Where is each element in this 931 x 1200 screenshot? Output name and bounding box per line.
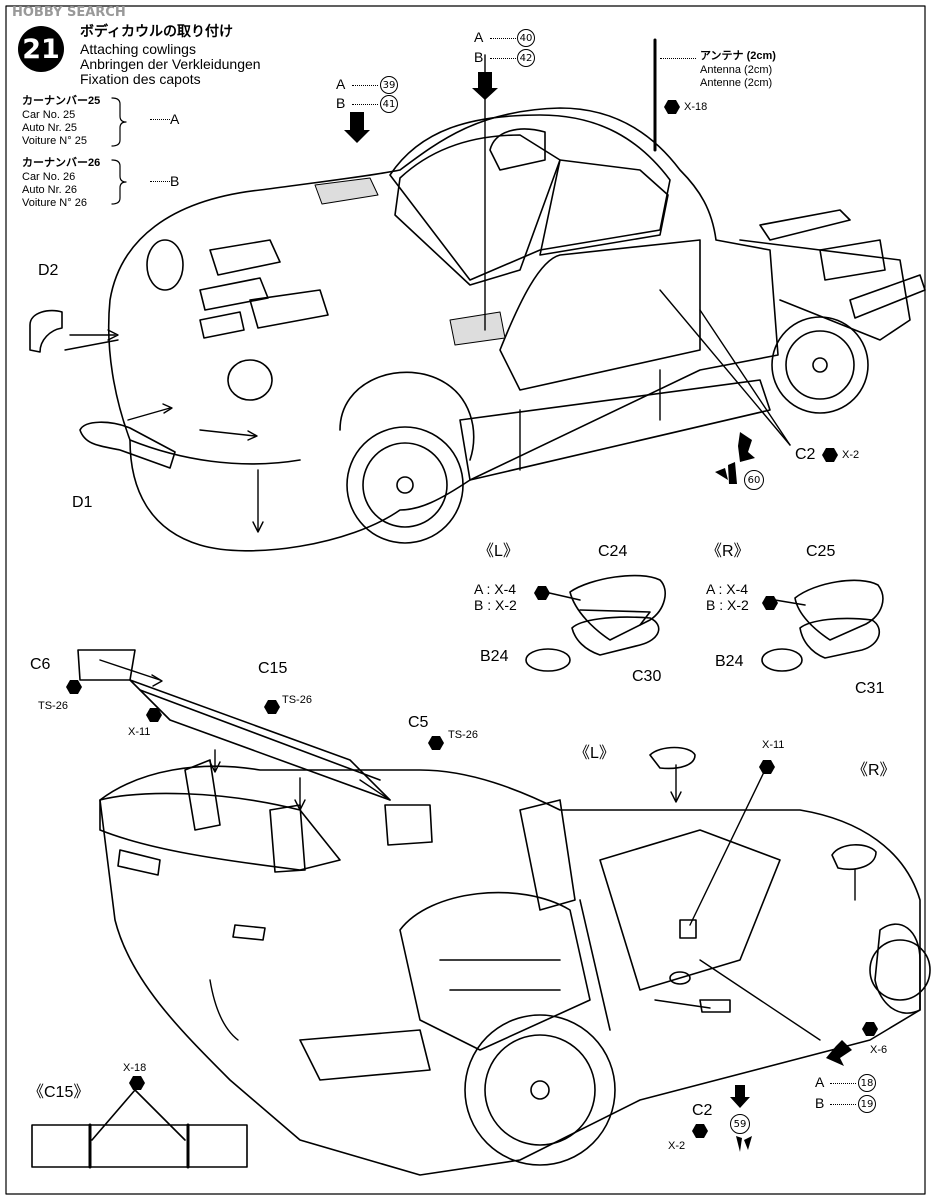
decal-ref-b-label: B bbox=[474, 49, 484, 65]
paint-x2-c2-top: X-2 bbox=[842, 449, 860, 461]
paint-drop-icons bbox=[66, 100, 878, 1152]
side-label-right-top: 《R》 bbox=[706, 543, 750, 560]
part-d1-label: D1 bbox=[72, 494, 93, 511]
part-c5-label: C5 bbox=[408, 714, 429, 731]
left-mirror-assembly bbox=[525, 574, 666, 672]
paint-x18-c15: X-18 bbox=[123, 1062, 147, 1074]
right-mirror-paint-b: B : X-2 bbox=[706, 597, 749, 613]
front-car-body bbox=[107, 107, 926, 552]
step-title-en: Attaching cowlings bbox=[80, 41, 196, 57]
side-label-left-bottom: 《L》 bbox=[574, 745, 615, 762]
paint-ts26-c6: TS-26 bbox=[38, 700, 68, 712]
decal-ref-a-label: A bbox=[474, 29, 484, 45]
side-label-left-top: 《L》 bbox=[478, 543, 519, 560]
option-a-bracket bbox=[111, 97, 127, 147]
decal-ref-18: 18 bbox=[858, 1074, 876, 1092]
step-number-badge: 21 bbox=[18, 26, 64, 72]
assembly-arrows-top bbox=[64, 38, 791, 533]
antenna-label-fr: Antenne (2cm) bbox=[700, 77, 773, 89]
paint-x2-c2-bottom: X-2 bbox=[668, 1140, 686, 1152]
car-option-b-fr: Voiture N° 26 bbox=[22, 197, 87, 209]
antenna-label-jp: アンテナ (2cm) bbox=[700, 50, 776, 62]
step-title-fr: Fixation des capots bbox=[80, 71, 201, 87]
decal-ref-39: 39 bbox=[380, 76, 398, 94]
paint-x11-wing: X-11 bbox=[128, 726, 151, 738]
car-option-a-letter: A bbox=[150, 111, 179, 127]
car-option-b-letter: B bbox=[150, 173, 179, 189]
decal-ref-42: 42 bbox=[517, 49, 535, 67]
paint-x6: X-6 bbox=[870, 1044, 888, 1056]
side-label-right-bottom: 《R》 bbox=[852, 762, 896, 779]
part-c31-label: C31 bbox=[855, 680, 885, 697]
left-mirror-paint-a: A : X-4 bbox=[474, 581, 517, 597]
paint-ts26-c5: TS-26 bbox=[448, 729, 478, 741]
paint-x18-antenna: X-18 bbox=[684, 101, 708, 113]
decal-ref-59: 59 bbox=[730, 1114, 750, 1134]
car-option-a-jp: カーナンバー25 bbox=[22, 95, 101, 107]
car-option-a-en: Car No. 25 bbox=[22, 109, 76, 121]
car-option-b-jp: カーナンバー26 bbox=[22, 157, 101, 169]
part-c24-label: C24 bbox=[598, 543, 628, 560]
part-b24-label-left: B24 bbox=[480, 648, 509, 665]
left-mirror-paint-b: B : X-2 bbox=[474, 597, 517, 613]
watermark: HOBBY SEARCH bbox=[12, 5, 126, 20]
car-option-b-en: Car No. 26 bbox=[22, 171, 76, 183]
paint-ts26-c15: TS-26 bbox=[282, 694, 312, 706]
side-label-c15-detail: 《C15》 bbox=[28, 1084, 90, 1101]
part-c2-label-bottom: C2 bbox=[692, 1102, 713, 1119]
decal-ref-a-label-2: A bbox=[336, 76, 346, 92]
car-option-a-de: Auto Nr. 25 bbox=[22, 122, 78, 134]
part-c25-label: C25 bbox=[806, 543, 836, 560]
part-c6-label: C6 bbox=[30, 656, 51, 673]
paint-x11-body: X-11 bbox=[762, 739, 785, 751]
right-mirror-assembly bbox=[761, 579, 884, 672]
c15-detail-diagram bbox=[31, 1089, 248, 1169]
decal-direction-arrows bbox=[344, 72, 852, 1108]
part-d2-label: D2 bbox=[38, 262, 59, 279]
part-c30-label: C30 bbox=[632, 668, 662, 685]
option-b-bracket bbox=[111, 159, 127, 205]
right-mirror-paint-a: A : X-4 bbox=[706, 581, 749, 597]
page-frame bbox=[5, 5, 926, 1195]
step-title-jp: ボディカウルの取り付け bbox=[80, 23, 234, 39]
rear-car-body bbox=[77, 649, 931, 1176]
part-b24-label-right: B24 bbox=[715, 653, 744, 670]
antenna-label-en: Antenna (2cm) bbox=[700, 64, 773, 76]
part-c2-label-top: C2 bbox=[795, 446, 816, 463]
d1-part bbox=[79, 421, 176, 469]
decal-ref-60: 60 bbox=[744, 470, 764, 490]
car-option-b-de: Auto Nr. 26 bbox=[22, 184, 78, 196]
step-title-de: Anbringen der Verkleidungen bbox=[80, 56, 261, 72]
decal-ref-b-label-3: B bbox=[815, 1095, 825, 1111]
decal-ref-a-label-3: A bbox=[815, 1074, 825, 1090]
assembly-arrows-bottom bbox=[99, 659, 856, 1041]
decal-ref-41: 41 bbox=[380, 95, 398, 113]
part-c15-label: C15 bbox=[258, 660, 288, 677]
d2-part bbox=[29, 309, 63, 353]
decal-ref-19: 19 bbox=[858, 1095, 876, 1113]
car-option-a-fr: Voiture N° 25 bbox=[22, 135, 87, 147]
decal-ref-40: 40 bbox=[517, 29, 535, 47]
decal-ref-b-label-2: B bbox=[336, 95, 346, 111]
